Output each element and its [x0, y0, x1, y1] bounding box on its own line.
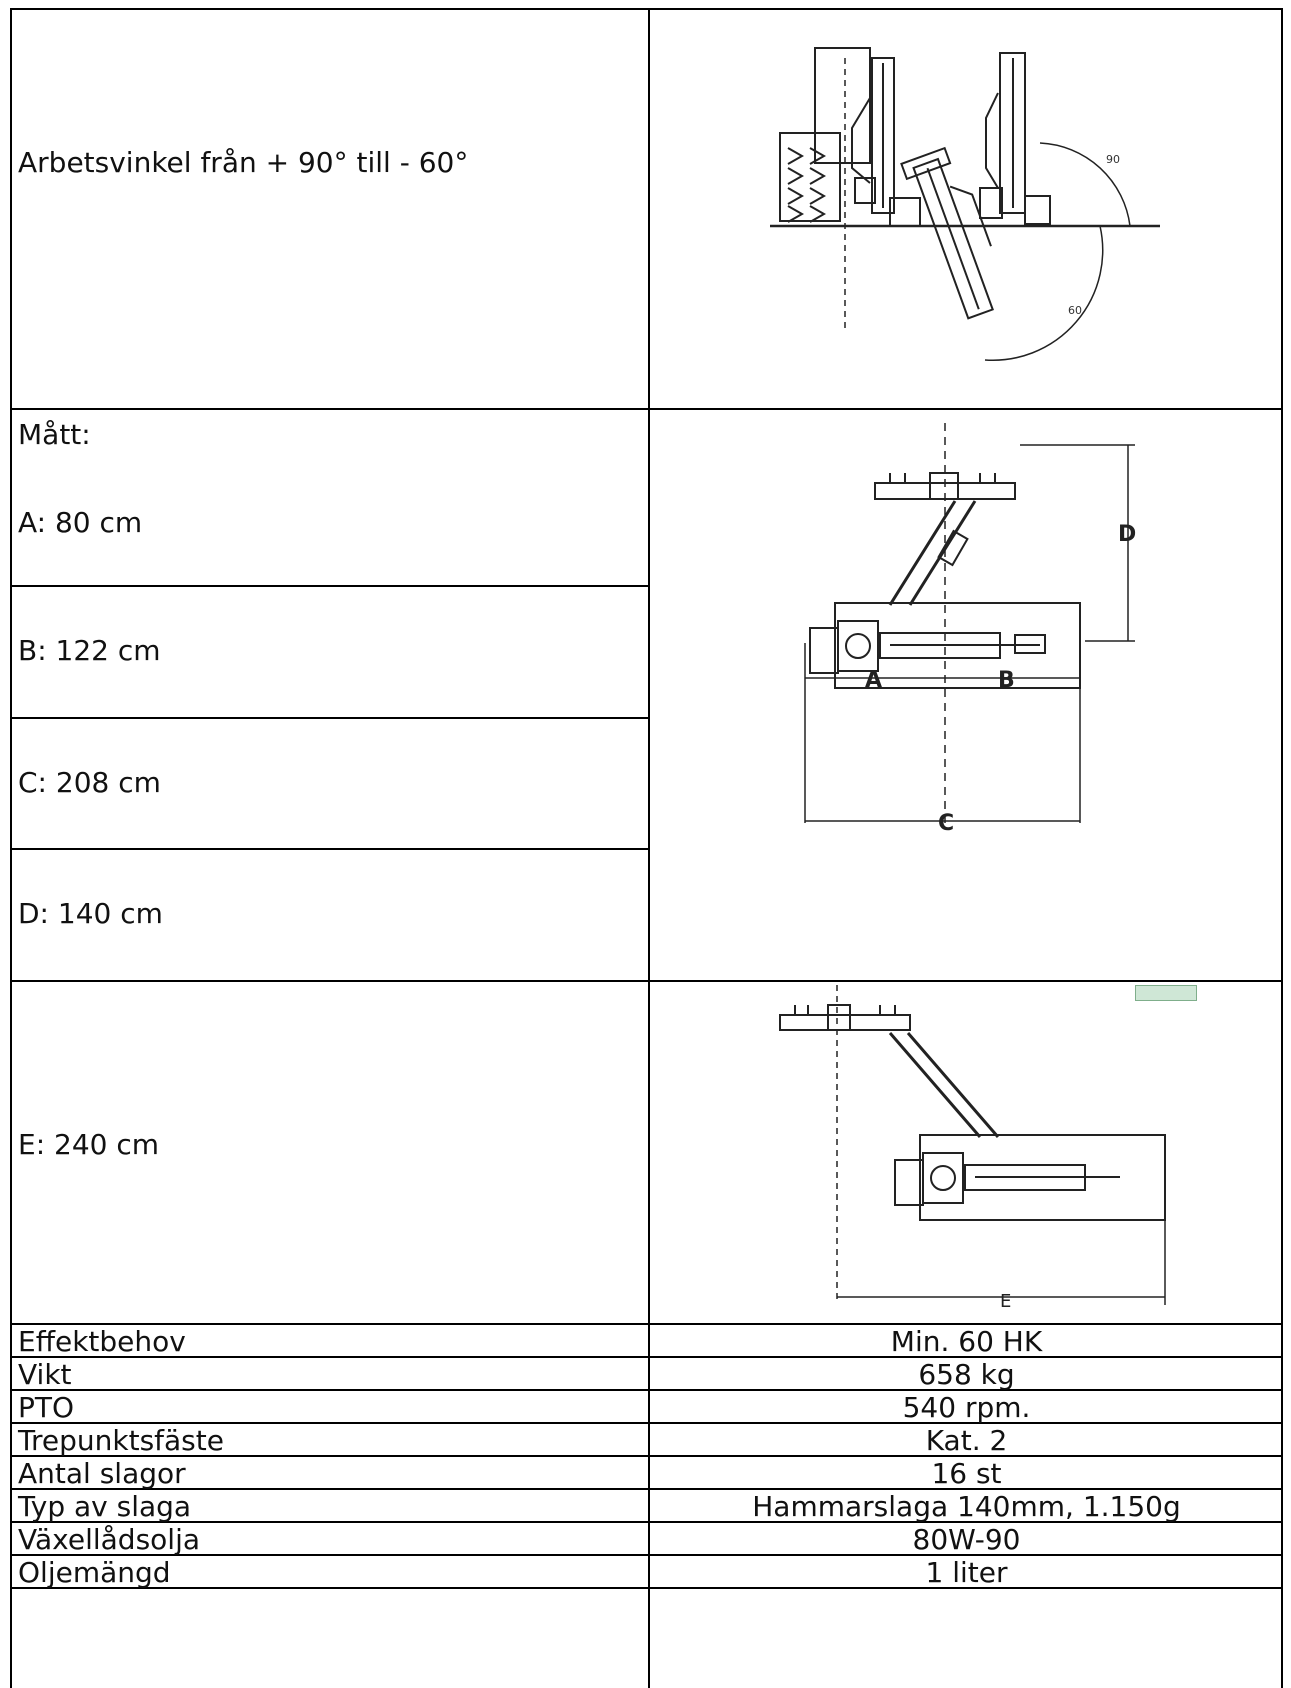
dimensions-heading: Mått: [18, 418, 91, 451]
row-divider [10, 848, 650, 850]
dimension-c: C: 208 cm [18, 766, 161, 799]
row-divider [10, 1488, 1283, 1490]
spec-key: Effektbehov [18, 1325, 186, 1358]
highlight-marker [1135, 985, 1197, 1001]
row-divider [10, 1521, 1283, 1523]
row-divider [10, 980, 1283, 982]
spec-key: Trepunktsfäste [18, 1424, 224, 1457]
row-divider [10, 585, 650, 587]
spec-key: Växellådsolja [18, 1523, 200, 1556]
spec-value: 16 st [931, 1457, 1002, 1490]
row-divider [10, 1554, 1283, 1556]
dimension-b: B: 122 cm [18, 634, 161, 667]
row-divider [10, 1323, 1283, 1325]
table-border-bottom [10, 1587, 1283, 1589]
spec-key: Oljemängd [18, 1556, 171, 1589]
angle-label: Arbetsvinkel från + 90° till - 60° [18, 146, 469, 179]
spec-value: 540 rpm. [902, 1391, 1031, 1424]
row-divider [10, 717, 650, 719]
spec-value: Min. 60 HK [890, 1325, 1043, 1358]
row-divider [10, 1422, 1283, 1424]
dimensions-diagram: D A B C [804, 423, 1136, 836]
angle-60-label: 60 [1068, 304, 1082, 317]
dim-label-e: E [1000, 1291, 1011, 1312]
spec-key: Typ av slaga [18, 1490, 192, 1523]
spec-row: Typ av slaga Hammarslaga 140mm, 1.150g [10, 1490, 1283, 1523]
spec-key: Vikt [18, 1358, 72, 1391]
row-divider [10, 1389, 1283, 1391]
dim-label-b: B [998, 668, 1015, 693]
table-border-top [10, 8, 1283, 10]
spec-value: Hammarslaga 140mm, 1.150g [752, 1490, 1181, 1523]
reach-diagram: E [779, 985, 1166, 1312]
spec-value: Kat. 2 [925, 1424, 1008, 1457]
spec-row: Trepunktsfäste Kat. 2 [10, 1424, 1283, 1457]
spec-row: Vikt 658 kg [10, 1358, 1283, 1391]
working-angle-diagram: 90 60 [770, 47, 1160, 362]
row-divider [10, 1356, 1283, 1358]
spec-row: Antal slagor 16 st [10, 1457, 1283, 1490]
dimension-e: E: 240 cm [18, 1128, 160, 1161]
spec-row: Oljemängd 1 liter [10, 1556, 1283, 1589]
spec-row: Effektbehov Min. 60 HK [10, 1325, 1283, 1358]
row-divider [10, 408, 1283, 410]
dim-label-d: D [1118, 522, 1136, 547]
spec-value: 658 kg [918, 1358, 1015, 1391]
dim-label-c: C [938, 811, 954, 836]
dimension-a: A: 80 cm [18, 506, 143, 539]
spec-key: Antal slagor [18, 1457, 186, 1490]
row-divider [10, 1455, 1283, 1457]
spec-value: 1 liter [925, 1556, 1008, 1589]
dim-label-a: A [865, 668, 882, 693]
dimension-d: D: 140 cm [18, 897, 163, 930]
spec-key: PTO [18, 1391, 75, 1424]
spec-value: 80W-90 [912, 1523, 1021, 1556]
spec-row: Växellådsolja 80W-90 [10, 1523, 1283, 1556]
table-border-right [1281, 8, 1283, 1688]
angle-90-label: 90 [1106, 153, 1120, 166]
spec-row: PTO 540 rpm. [10, 1391, 1283, 1424]
